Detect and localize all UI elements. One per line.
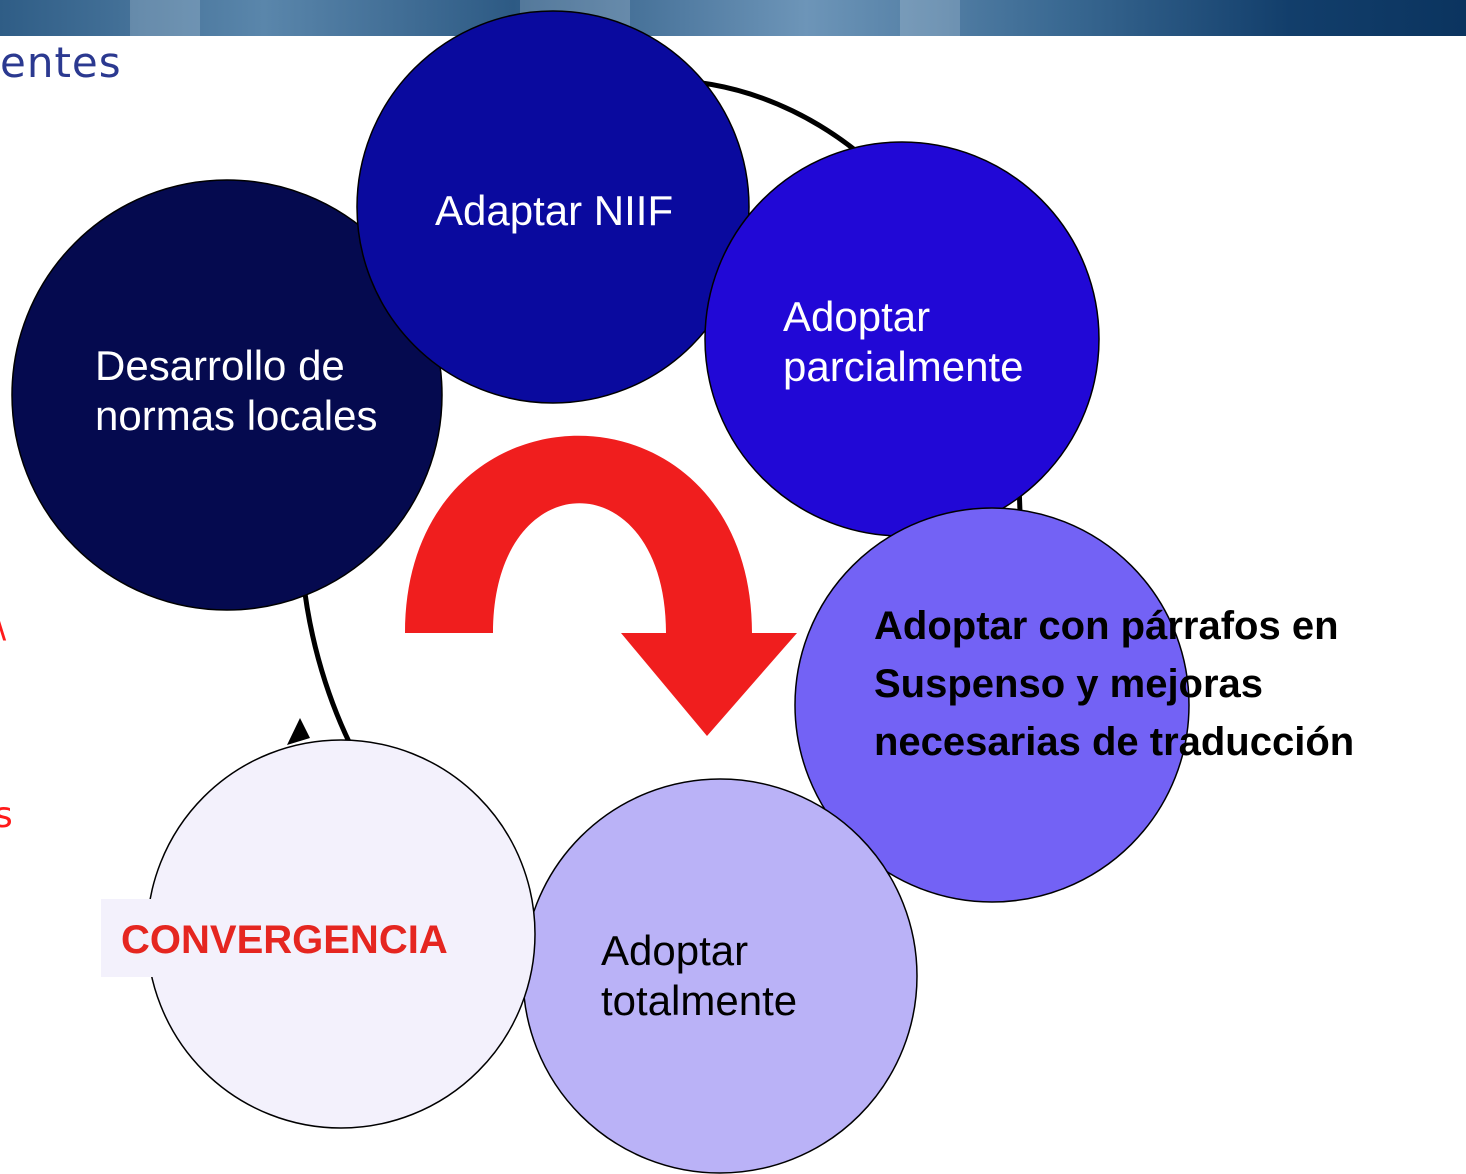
- circle-adaptar-niif: [356, 10, 750, 404]
- label-adoptar-parcialmente: Adoptar parcialmente: [783, 293, 1024, 391]
- label-adoptar-suspenso: Adoptar con párrafos en Suspenso y mejor…: [874, 604, 1355, 764]
- banner-highlight: [130, 0, 200, 36]
- left-text-fragment: \: [0, 605, 6, 646]
- left-text-fragment: s: [0, 795, 13, 836]
- connector-arrowhead: [287, 718, 310, 745]
- circle-adoptar-suspenso: [794, 507, 1190, 903]
- cycle-arrow: [405, 435, 797, 736]
- label-desarrollo-normas-locales: Desarrollo de normas locales: [95, 342, 378, 440]
- convergencia-label-box: [101, 899, 511, 977]
- slide-title: entes: [0, 38, 122, 87]
- circle-desarrollo-normas-locales: [11, 179, 443, 611]
- label-adoptar-totalmente: Adoptar totalmente: [601, 927, 798, 1025]
- header-banner: [0, 0, 1466, 36]
- banner-highlight: [900, 0, 960, 36]
- label-adaptar-niif: Adaptar NIIF: [435, 187, 674, 234]
- label-convergencia: CONVERGENCIA: [121, 918, 448, 962]
